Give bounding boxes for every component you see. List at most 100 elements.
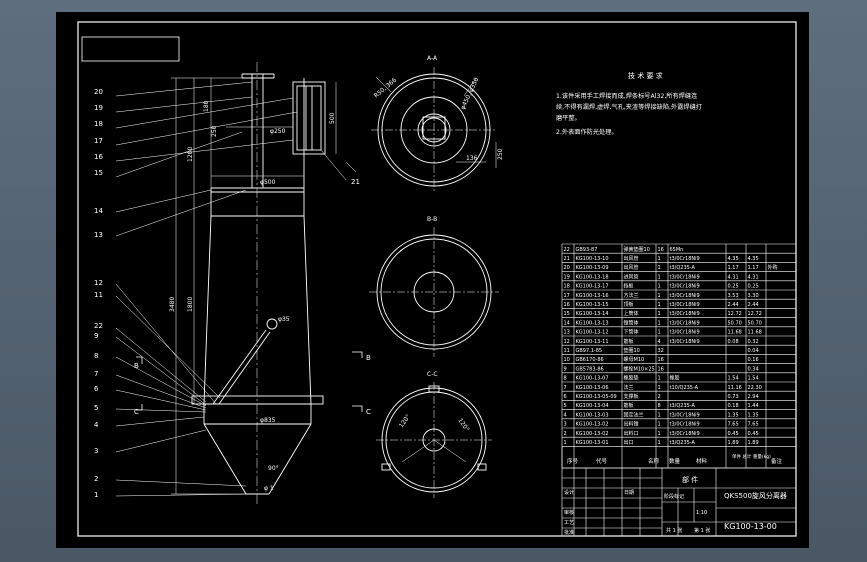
bom-header-note: 备注 (771, 457, 783, 465)
bom-cell-qty: 1 (658, 274, 661, 280)
bom-cell-code: KG100-13-01 (576, 440, 609, 446)
title-block: 部 件 QKS500旋风分离器 KG100-13-00 阶段标记 1:10 共 … (564, 475, 787, 536)
bom-cell-mat: 65Mn (670, 247, 684, 253)
drawing-canvas[interactable]: 20 19 18 17 16 15 14 13 12 11 22 9 8 7 6… (56, 12, 809, 548)
bom-cell-name: 螺母M10 (624, 356, 645, 363)
bom-cell-w1: 12.72 (728, 311, 742, 317)
bom-cell-w2: 50.70 (748, 320, 762, 326)
dim-top-w: 180 (203, 100, 210, 112)
bom-cell-no: 11 (564, 348, 570, 354)
tech-line1b: 续,不得有漏焊,虚焊,气孔,夹渣等焊接缺陷,外露焊缝打 (556, 103, 702, 111)
bom-cell-w2: 4.35 (748, 256, 759, 262)
bom-cell-w1: 0.25 (728, 284, 739, 290)
bom-cell-qty: 1 (658, 311, 661, 317)
bom-cell-w1: 11.16 (728, 385, 742, 391)
bom-cell-no: 3 (564, 422, 567, 428)
title-block-grid (561, 467, 797, 537)
dim-d835: φ835 (260, 417, 276, 424)
bom-cell-mat: t3/Q235-A (670, 265, 696, 271)
title-sheet2: 第 1 张 (694, 527, 710, 534)
bom-cell-name: 弹簧垫圈10 (624, 246, 650, 253)
bom-cell-no: 9 (564, 366, 567, 372)
bom-cell-no: 18 (564, 284, 570, 290)
bom-cell-mat: t3/0Cr18Ni9 (670, 330, 700, 336)
dim-h2: 1800 (187, 297, 194, 312)
bom-cell-qty: 2 (658, 394, 661, 400)
tech-line1c: 磨平整。 (556, 114, 581, 122)
bom-cell-code: KG100-13-04 (576, 403, 609, 409)
bom-table-grid (561, 243, 797, 469)
bom-cell-w2: 0.32 (748, 339, 759, 345)
bom-cell-note: 外购 (768, 264, 778, 271)
dim-angle: φ35 (278, 316, 290, 323)
callout-18: 18 (94, 120, 103, 128)
bom-cell-no: 17 (564, 293, 570, 299)
bom-cell-code: KG100-13-05-09 (576, 394, 617, 400)
bom-cell-no: 4 (564, 412, 567, 418)
bom-cell-w2: 1.35 (748, 412, 759, 418)
bom-cell-w2: 3.30 (748, 293, 759, 299)
bom-cell-name: 筋板 (624, 338, 634, 345)
bom-cell-code: KG100-13-18 (576, 274, 609, 280)
tech-line2: 2.外表面作防光处理。 (556, 128, 618, 136)
bom-cell-qty: 1 (658, 376, 661, 382)
bom-cell-code: GB6170-86 (576, 357, 604, 363)
bom-cell-no: 5 (564, 403, 567, 409)
title-stage: 阶段标记 (664, 493, 684, 500)
bom-cell-qty: 1 (658, 385, 661, 391)
dimension-texts: 3480 1200 1800 250 180 500 φ500 φ250 φ83… (169, 100, 336, 492)
bom-cell-code: GB97.1-85 (576, 348, 603, 354)
bom-cell-w2: 1.54 (748, 376, 759, 382)
bom-cell-name: 出风管 (624, 255, 639, 262)
bom-cell-qty: 1 (658, 265, 661, 271)
bom-cell-name: 出风管 (624, 264, 639, 271)
bom-cell-code: KG100-13-13 (576, 320, 609, 326)
callout-20: 20 (94, 88, 103, 96)
section-b-view (369, 227, 499, 357)
bom-cell-code: KG100-13-09 (576, 265, 609, 271)
bom-cell-qty: 1 (658, 422, 661, 428)
title-part-label: 部 件 (682, 475, 698, 484)
title-date: 日期 (624, 490, 634, 496)
title-code: KG100-13-00 (724, 522, 777, 531)
bom-header-mat: 材料 (696, 457, 708, 465)
bom-cell-code: KG100-13-12 (576, 330, 609, 336)
bom-cell-qty: 1 (658, 440, 661, 446)
bom-cell-no: 13 (564, 330, 570, 336)
bom-cell-qty: 32 (658, 348, 664, 354)
bom-cell-w2: 1.89 (748, 440, 759, 446)
bom-cell-w2: 2.94 (748, 394, 759, 400)
bom-cell-w2: 0.34 (748, 366, 759, 372)
bom-cell-code: KG100-13-02 (576, 431, 609, 437)
bom-cell-no: 14 (564, 320, 570, 326)
title-product: QKS500旋风分离器 (724, 491, 787, 500)
drawing-sheet[interactable]: 20 19 18 17 16 15 14 13 12 11 22 9 8 7 6… (56, 12, 809, 548)
bom-cell-code: KG100-13-07 (576, 376, 609, 382)
bom-cell-mat: t3/0Cr18Ni9 (670, 274, 700, 280)
bom-cell-name: 出口 (624, 439, 634, 446)
bom-cell-code: KG100-13-14 (576, 311, 609, 317)
section-a-label: A-A (427, 55, 438, 62)
bom-cell-no: 16 (564, 302, 570, 308)
callout-labels: 20 19 18 17 16 15 14 13 12 11 22 9 8 7 6… (94, 88, 360, 499)
callout-3: 3 (94, 447, 98, 455)
code-box (81, 36, 180, 62)
bom-cell-qty: 16 (658, 366, 664, 372)
bom-cell-w1: 7.65 (728, 422, 739, 428)
bom-cell-name: 顶板 (624, 301, 634, 308)
bom-cell-no: 1 (564, 440, 567, 446)
bom-cell-mat: t3/0Cr18Ni9 (670, 339, 700, 345)
bom-cell-qty: 1 (658, 431, 661, 437)
bom-cell-no: 22 (564, 247, 570, 253)
callout-11: 11 (94, 291, 103, 299)
bom-cell-qty: 16 (658, 247, 664, 253)
title-design: 设计 (564, 489, 574, 496)
bom-cell-w1: 2.44 (728, 302, 739, 308)
bom-cell-name: 上筒体 (624, 310, 639, 317)
title-approve: 批准 (564, 529, 574, 536)
section-markers (136, 351, 363, 412)
bom-cell-mat: t3/0Cr18Ni9 (670, 293, 700, 299)
bom-cell-mat: t3/0Cr18Ni9 (670, 302, 700, 308)
